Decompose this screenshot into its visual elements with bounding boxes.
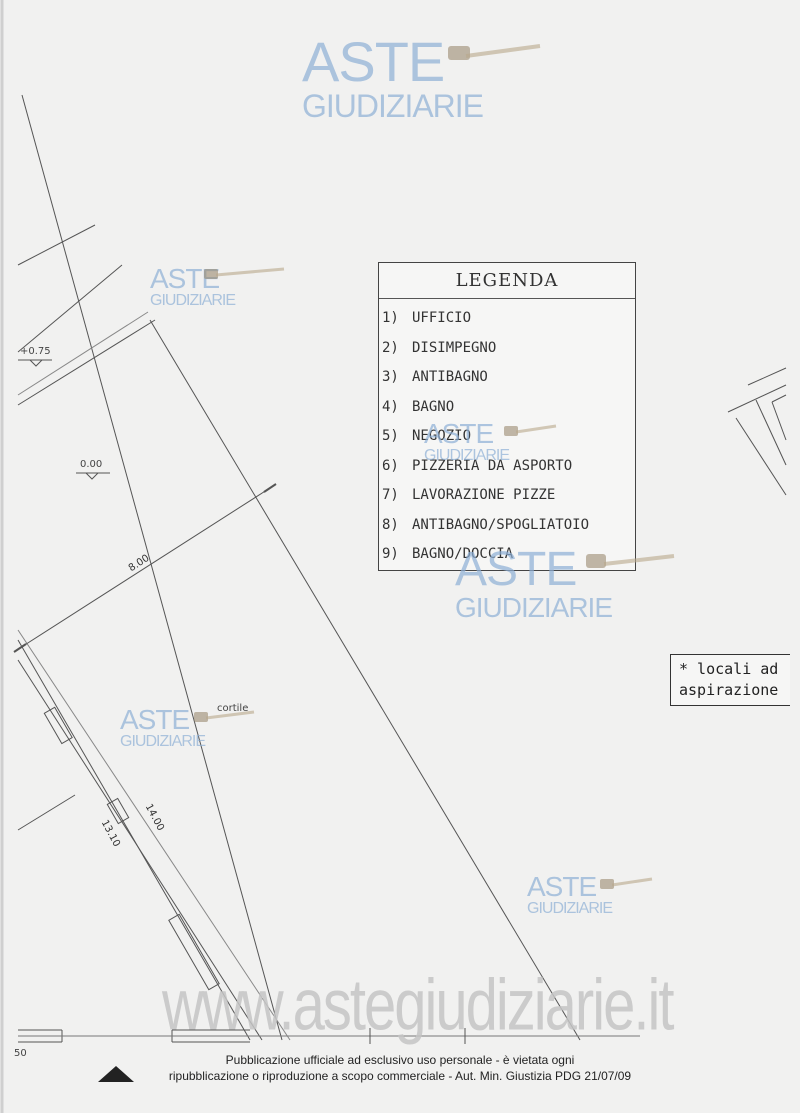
- plan-wall-line: [17, 224, 96, 266]
- plan-dim-line: [17, 794, 76, 831]
- legend-item-number: 8): [382, 516, 399, 533]
- legend-item-label: BAGNO/DOCCIA: [412, 546, 514, 562]
- north-arrow-icon: [98, 1066, 134, 1082]
- gavel-icon: [448, 44, 541, 60]
- watermark-logo: ASTE GIUDIZIARIE: [120, 704, 206, 750]
- legend-item-label: BAGNO: [412, 398, 455, 415]
- gavel-icon: [204, 267, 285, 279]
- legend-item: 7) LAVORAZIONE PIZZE: [382, 481, 635, 511]
- footer-disclaimer: Pubblicazione ufficiale ad esclusivo uso…: [150, 1052, 650, 1084]
- watermark-url: www.astegiudiziarie.it: [162, 964, 674, 1046]
- legend-list: 1) UFFICIO 2) DISIMPEGNO 3) ANTIBAGNO 4) BAG…: [379, 299, 635, 570]
- watermark-brand-bottom: GIUDIZIARIE: [527, 900, 613, 917]
- legend-item: 1) UFFICIO: [382, 304, 635, 334]
- gavel-icon: [504, 424, 557, 436]
- watermark-logo: ASTE GIUDIZIARIE: [527, 871, 613, 917]
- level-label-upper: +0.75: [20, 346, 51, 357]
- legend-item-label: ANTIBAGNO: [412, 369, 488, 385]
- plan-wall-line: [149, 319, 581, 1041]
- edge-label: 50: [14, 1048, 27, 1059]
- plan-window: [106, 797, 130, 825]
- plan-wall-line: [17, 659, 263, 1041]
- plan-wall-line: [747, 367, 787, 386]
- plan-window: [43, 706, 73, 745]
- watermark-brand-bottom: GIUDIZIARIE: [455, 592, 613, 623]
- legend-item-number: 6): [382, 457, 399, 474]
- legend-item-number: 7): [382, 487, 399, 503]
- plan-wall-line: [17, 264, 123, 353]
- legend-item: 6) PIZZERIA DA ASPORTO: [382, 452, 635, 482]
- legend-item-number: 5): [382, 428, 399, 444]
- legend-item-label: DISIMPEGNO: [412, 339, 497, 356]
- legend-item-number: 3): [382, 369, 399, 385]
- plan-level-marker: [29, 359, 43, 367]
- legend-item-number: 1): [382, 310, 399, 326]
- note-box: * locali ad aspirazione: [670, 654, 790, 706]
- legend-box: LEGENDA 1) UFFICIO 2) DISIMPEGNO 3) ANTIBAG…: [378, 262, 636, 571]
- footer-line: Pubblicazione ufficiale ad esclusivo uso…: [225, 1053, 575, 1067]
- legend-item-label: UFFICIO: [412, 310, 472, 326]
- legend-item: 4) BAGNO: [382, 393, 635, 423]
- legend-item: 3) ANTIBAGNO: [382, 363, 635, 393]
- legend-item: 9) BAGNO/DOCCIA: [382, 540, 635, 570]
- plan-wall-line: [17, 319, 156, 406]
- legend-item-number: 4): [382, 398, 399, 415]
- level-label-lower: 0.00: [80, 459, 103, 470]
- watermark-brand-bottom: GIUDIZIARIE: [424, 447, 510, 464]
- plan-level-marker: [85, 472, 99, 480]
- watermark-logo: ASTE GIUDIZIARIE: [302, 30, 484, 124]
- plan-window: [168, 913, 220, 991]
- plan-wall-line: [727, 384, 787, 413]
- watermark-brand-top: ASTE: [527, 871, 597, 902]
- watermark-logo: ASTE GIUDIZIARIE: [455, 543, 613, 623]
- watermark-brand-top: ASTE: [424, 418, 494, 449]
- plan-wall-line: [755, 399, 787, 466]
- plan-wall-line: [735, 417, 787, 496]
- note-line: aspirazione: [679, 681, 779, 699]
- legend-item: 8) ANTIBAGNO/SPOGLIATOIO: [382, 511, 635, 541]
- note-line: * locali ad: [679, 660, 779, 678]
- plan-wall-line: [17, 311, 149, 396]
- watermark-brand-top: ASTE: [120, 704, 190, 735]
- watermark-brand-bottom: GIUDIZIARIE: [150, 292, 236, 309]
- plan-wall-line: [771, 401, 787, 441]
- room-label-cortile: cortile: [217, 703, 249, 714]
- gavel-icon: [194, 710, 255, 722]
- plan-dim-tick: [13, 643, 27, 653]
- legend-item-number: 9): [382, 546, 399, 562]
- legend-item: 2) DISIMPEGNO: [382, 334, 635, 364]
- legend-item-label: NEGOZIO: [412, 428, 472, 444]
- legend-item-number: 2): [382, 339, 399, 356]
- plan-dim-line: [17, 629, 291, 1041]
- watermark-brand-bottom: GIUDIZIARIE: [120, 733, 206, 750]
- footer-line: ripubblicazione o riproduzione a scopo c…: [168, 1069, 632, 1083]
- legend-item-label: PIZZERIA DA ASPORTO: [412, 457, 573, 474]
- plan-wall-line: [21, 94, 283, 1041]
- legend-item-label: ANTIBAGNO/SPOGLIATOIO: [412, 516, 590, 533]
- legend-title: LEGENDA: [379, 263, 635, 299]
- gavel-icon: [586, 554, 675, 568]
- plan-dim-tick: [263, 483, 277, 493]
- gavel-icon: [600, 877, 653, 889]
- watermark-brand-top: ASTE: [302, 30, 445, 93]
- legend-item-label: LAVORAZIONE PIZZE: [412, 487, 556, 503]
- plan-wall-line: [771, 394, 787, 403]
- watermark-logo: ASTE GIUDIZIARIE: [424, 418, 510, 464]
- watermark-brand-bottom: GIUDIZIARIE: [302, 88, 484, 124]
- watermark-brand-top: ASTE: [455, 543, 577, 596]
- legend-item: 5) NEGOZIO: [382, 422, 635, 452]
- plan-dim-line: [19, 487, 271, 649]
